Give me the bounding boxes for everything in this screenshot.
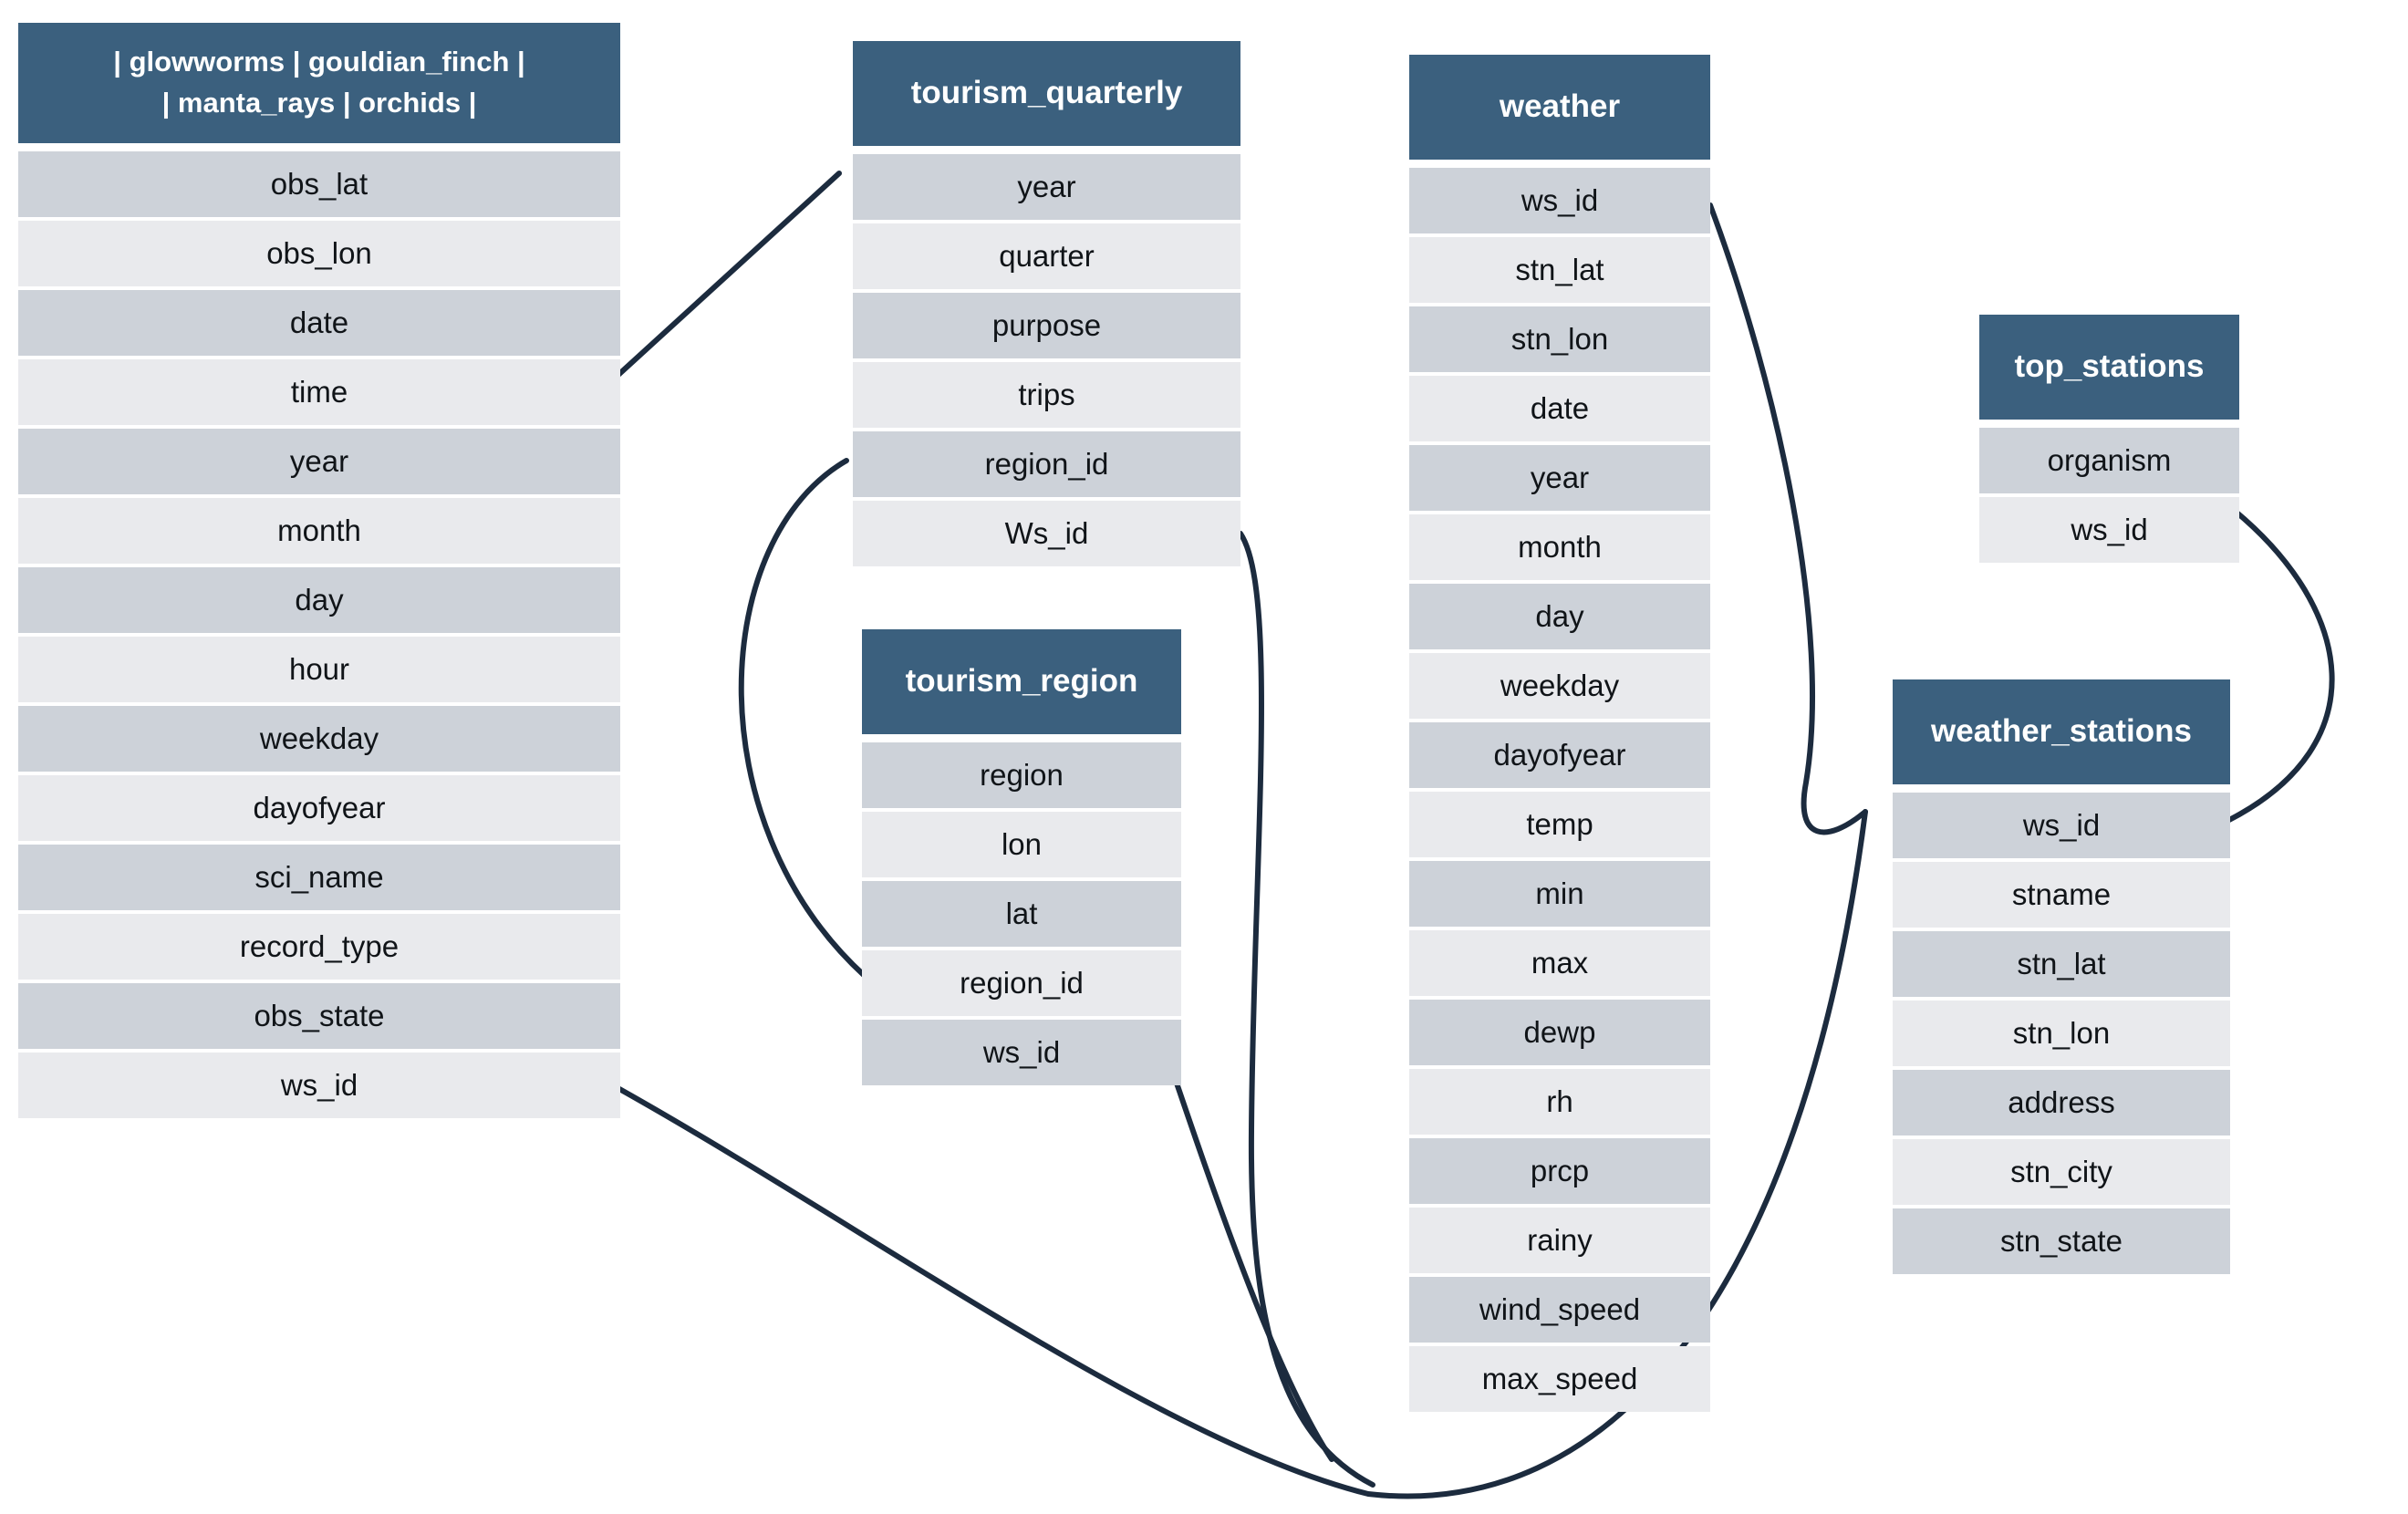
field-observations-weekday: weekday (18, 706, 620, 772)
table-header-observations: | glowworms | gouldian_finch | | manta_ra… (18, 23, 620, 143)
field-weather-stn_lat: stn_lat (1409, 237, 1710, 303)
field-weather-ws_id: ws_id (1409, 168, 1710, 233)
field-observations-obs_state: obs_state (18, 983, 620, 1049)
field-weather-dewp: dewp (1409, 1000, 1710, 1065)
field-observations-month: month (18, 498, 620, 564)
field-weather-temp: temp (1409, 792, 1710, 857)
field-weather-prcp: prcp (1409, 1138, 1710, 1204)
table-header-tourism_region: tourism_region (862, 629, 1181, 734)
field-tourism_region-ws_id: ws_id (862, 1020, 1181, 1085)
field-weather-weekday: weekday (1409, 653, 1710, 719)
field-weather-max: max (1409, 930, 1710, 996)
field-weather-rh: rh (1409, 1069, 1710, 1135)
connector-observations-time-to-tourism_quarterly-year (607, 171, 842, 386)
field-observations-year: year (18, 429, 620, 494)
field-weather-stn_lon: stn_lon (1409, 306, 1710, 372)
field-weather_stations-stn_lon: stn_lon (1893, 1001, 2230, 1066)
field-tourism_quarterly-trips: trips (853, 362, 1240, 428)
field-weather_stations-stname: stname (1893, 862, 2230, 928)
connector-tourism_quarterly-region_id-to-tourism_region-region_id (738, 458, 867, 979)
field-weather_stations-address: address (1893, 1070, 2230, 1136)
field-top_stations-organism: organism (1979, 428, 2239, 493)
field-tourism_region-lon: lon (862, 812, 1181, 877)
field-tourism_quarterly-year: year (853, 154, 1240, 220)
table-title-line: | manta_rays | orchids | (161, 87, 477, 119)
connector-tourism_quarterly-Ws_id-to-weather_stations-ws_id (1238, 531, 1375, 1488)
field-observations-dayofyear: dayofyear (18, 775, 620, 841)
field-tourism_quarterly-quarter: quarter (853, 223, 1240, 289)
connector-tourism_region-ws_id-to-weather_stations-ws_id (1167, 1059, 1334, 1462)
table-header-weather_stations: weather_stations (1893, 679, 2230, 784)
field-weather-day: day (1409, 584, 1710, 649)
field-observations-sci_name: sci_name (18, 845, 620, 910)
field-tourism_region-region: region (862, 742, 1181, 808)
field-tourism_quarterly-region_id: region_id (853, 431, 1240, 497)
field-weather-min: min (1409, 861, 1710, 927)
field-weather-wind_speed: wind_speed (1409, 1277, 1710, 1343)
field-observations-obs_lat: obs_lat (18, 151, 620, 217)
field-tourism_quarterly-purpose: purpose (853, 293, 1240, 358)
connector-top_stations-ws_id-to-weather_stations-ws_id (2226, 508, 2335, 823)
field-observations-day: day (18, 567, 620, 633)
field-weather_stations-stn_state: stn_state (1893, 1208, 2230, 1274)
table-header-tourism_quarterly: tourism_quarterly (853, 41, 1240, 146)
field-observations-record_type: record_type (18, 914, 620, 980)
field-weather_stations-stn_city: stn_city (1893, 1139, 2230, 1205)
table-header-top_stations: top_stations (1979, 315, 2239, 420)
connector-observations-ws_id-to-weather_stations-ws_id (610, 809, 1868, 1499)
field-tourism_quarterly-Ws_id: Ws_id (853, 501, 1240, 566)
field-weather_stations-ws_id: ws_id (1893, 793, 2230, 858)
field-observations-time: time (18, 359, 620, 425)
table-observations: | glowworms | gouldian_finch | | manta_ra… (18, 23, 620, 1118)
field-observations-date: date (18, 290, 620, 356)
field-weather-max_speed: max_speed (1409, 1346, 1710, 1412)
connector-weather-ws_id-to-weather_stations-ws_id (1707, 202, 1868, 835)
field-weather-dayofyear: dayofyear (1409, 722, 1710, 788)
field-top_stations-ws_id: ws_id (1979, 497, 2239, 563)
field-observations-hour: hour (18, 637, 620, 702)
field-weather-year: year (1409, 445, 1710, 511)
field-observations-obs_lon: obs_lon (18, 221, 620, 286)
table-header-weather: weather (1409, 55, 1710, 160)
field-tourism_region-region_id: region_id (862, 950, 1181, 1016)
field-weather-month: month (1409, 514, 1710, 580)
field-weather_stations-stn_lat: stn_lat (1893, 931, 2230, 997)
field-observations-ws_id: ws_id (18, 1053, 620, 1118)
field-tourism_region-lat: lat (862, 881, 1181, 947)
field-weather-date: date (1409, 376, 1710, 441)
table-title-line: | glowworms | gouldian_finch | (113, 46, 525, 78)
field-weather-rainy: rainy (1409, 1208, 1710, 1273)
